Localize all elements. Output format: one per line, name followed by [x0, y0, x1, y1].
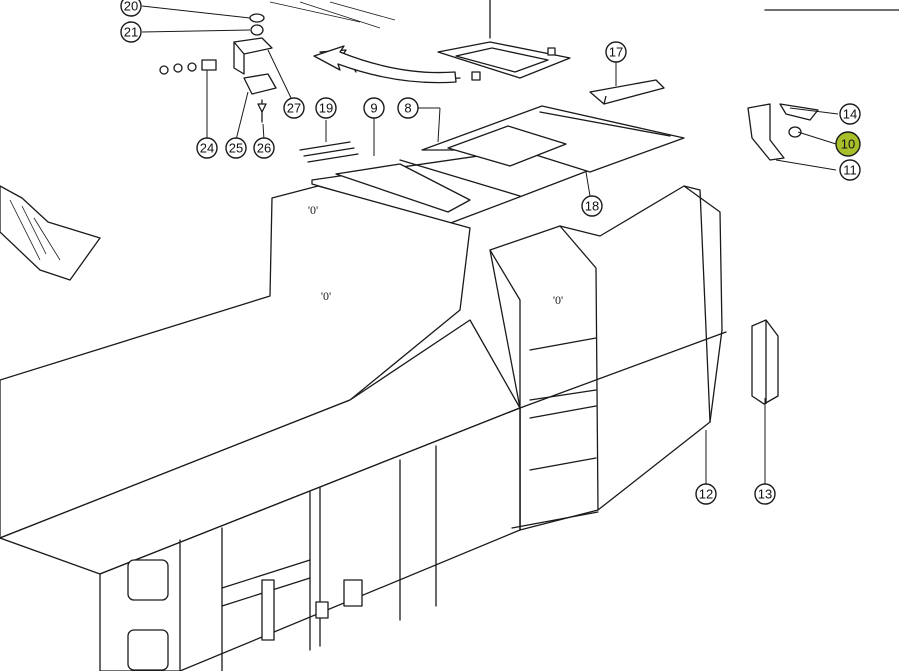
hatch-frame-part: [437, 41, 571, 81]
callout-18[interactable]: 18: [581, 195, 603, 217]
svg-text:27: 27: [287, 101, 301, 116]
position-mark: '0': [321, 289, 331, 303]
callout-24[interactable]: 24: [196, 137, 218, 159]
position-mark: '0': [308, 203, 318, 217]
svg-text:14: 14: [843, 107, 857, 122]
callout-26[interactable]: 26: [253, 137, 275, 159]
svg-text:18: 18: [585, 199, 599, 214]
cover-plates: [311, 105, 685, 225]
svg-text:9: 9: [370, 101, 377, 116]
callout-11[interactable]: 11: [839, 159, 861, 181]
callout-13[interactable]: 13: [754, 483, 776, 505]
svg-text:25: 25: [229, 141, 243, 156]
callout-12[interactable]: 12: [695, 483, 717, 505]
hardware-stack: [159, 13, 277, 123]
callout-19[interactable]: 19: [315, 97, 337, 119]
svg-text:24: 24: [200, 141, 214, 156]
callout-9[interactable]: 9: [363, 97, 385, 119]
position-mark: '0': [553, 293, 563, 307]
callout-21[interactable]: 21: [120, 21, 142, 43]
part-13-angle: [751, 319, 779, 405]
part-17-bracket: [589, 79, 665, 105]
svg-text:8: 8: [404, 101, 411, 116]
svg-text:10: 10: [841, 137, 855, 152]
arrow-head-icon: [313, 45, 457, 84]
svg-text:20: 20: [124, 0, 138, 14]
callout-25[interactable]: 25: [225, 137, 247, 159]
part-19-strips: [299, 141, 359, 163]
top-panel-fragment: [269, 0, 491, 39]
callout-20[interactable]: 20: [120, 0, 142, 17]
svg-text:21: 21: [124, 25, 138, 40]
callout-27[interactable]: 27: [283, 97, 305, 119]
frame-body: [0, 185, 727, 671]
callout-17[interactable]: 17: [605, 41, 627, 63]
svg-text:11: 11: [843, 163, 857, 178]
callout-8[interactable]: 8: [397, 97, 419, 119]
right-small-parts: [747, 103, 819, 161]
leader-lines: [141, 5, 839, 484]
svg-text:17: 17: [609, 45, 623, 60]
svg-text:26: 26: [257, 141, 271, 156]
left-bracket-fragment: [0, 185, 101, 281]
svg-text:19: 19: [319, 101, 333, 116]
callout-14[interactable]: 14: [839, 103, 861, 125]
svg-text:13: 13: [758, 487, 772, 502]
callout-10[interactable]: 10: [835, 131, 861, 157]
svg-text:12: 12: [699, 487, 713, 502]
